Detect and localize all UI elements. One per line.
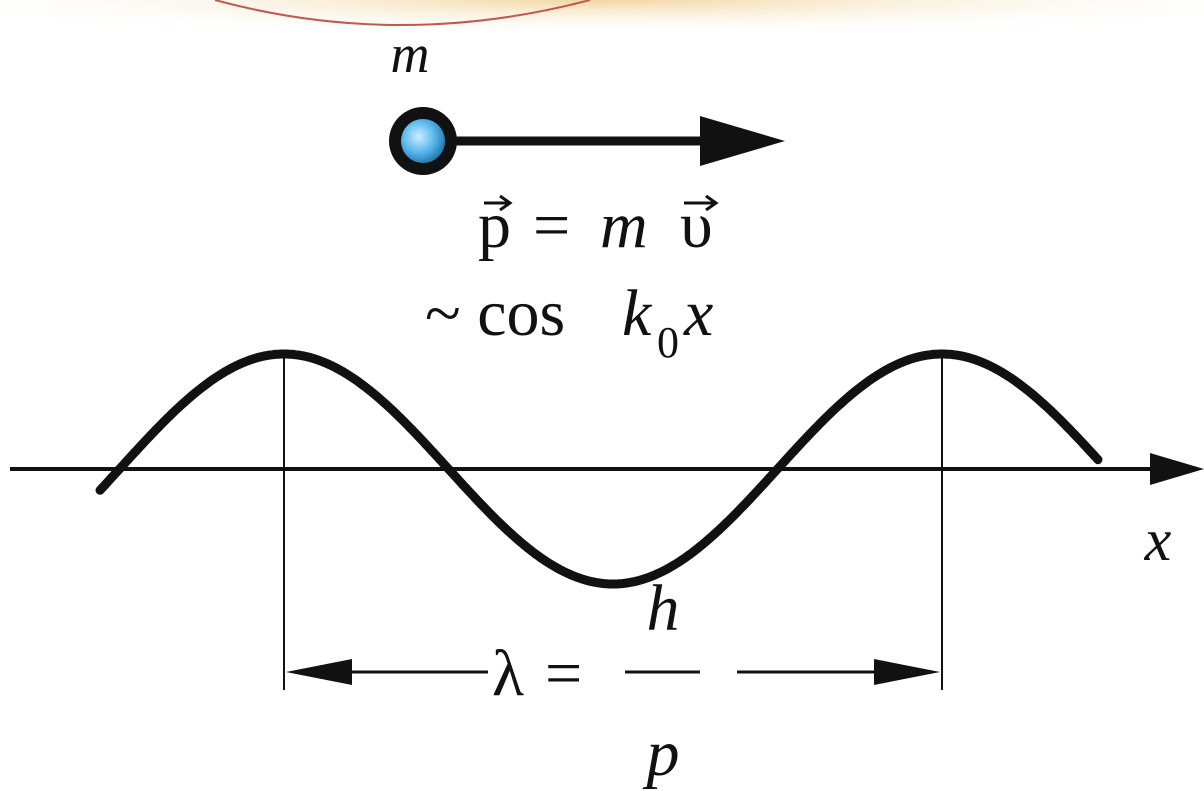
equals-sign: = — [533, 189, 570, 262]
particle-core — [401, 119, 445, 163]
wavelength-equals: = — [545, 637, 582, 710]
lambda-symbol: λ — [492, 637, 524, 710]
vector-arrow-v — [684, 194, 719, 212]
wavelength-arrow-right-head — [874, 659, 940, 685]
wavelength-arrow-left-head — [286, 659, 352, 685]
wave-prefix: ~ cos — [425, 277, 565, 350]
top-decoration — [0, 0, 1204, 60]
velocity-symbol: υ — [680, 189, 713, 262]
wave-number-symbol: k — [622, 277, 653, 350]
mass-symbol: m — [600, 189, 648, 262]
momentum-equation: p = m υ — [478, 189, 719, 262]
wave-variable: x — [683, 277, 713, 350]
wave-curve — [95, 349, 1103, 589]
x-axis-arrowhead — [1150, 453, 1204, 485]
velocity-arrow-head — [700, 116, 785, 166]
wavelength-equation: λ = h p — [492, 572, 700, 790]
wave-function-label: ~ cos k 0 x — [425, 277, 713, 367]
top-decoration-curve — [214, 0, 591, 26]
x-axis-label: x — [1144, 507, 1172, 573]
wavelength-numerator: h — [647, 572, 680, 645]
mass-label: m — [391, 24, 430, 84]
wave-number-subscript: 0 — [657, 318, 679, 367]
wavelength-denominator: p — [643, 717, 680, 790]
vector-arrow-p — [484, 194, 513, 212]
